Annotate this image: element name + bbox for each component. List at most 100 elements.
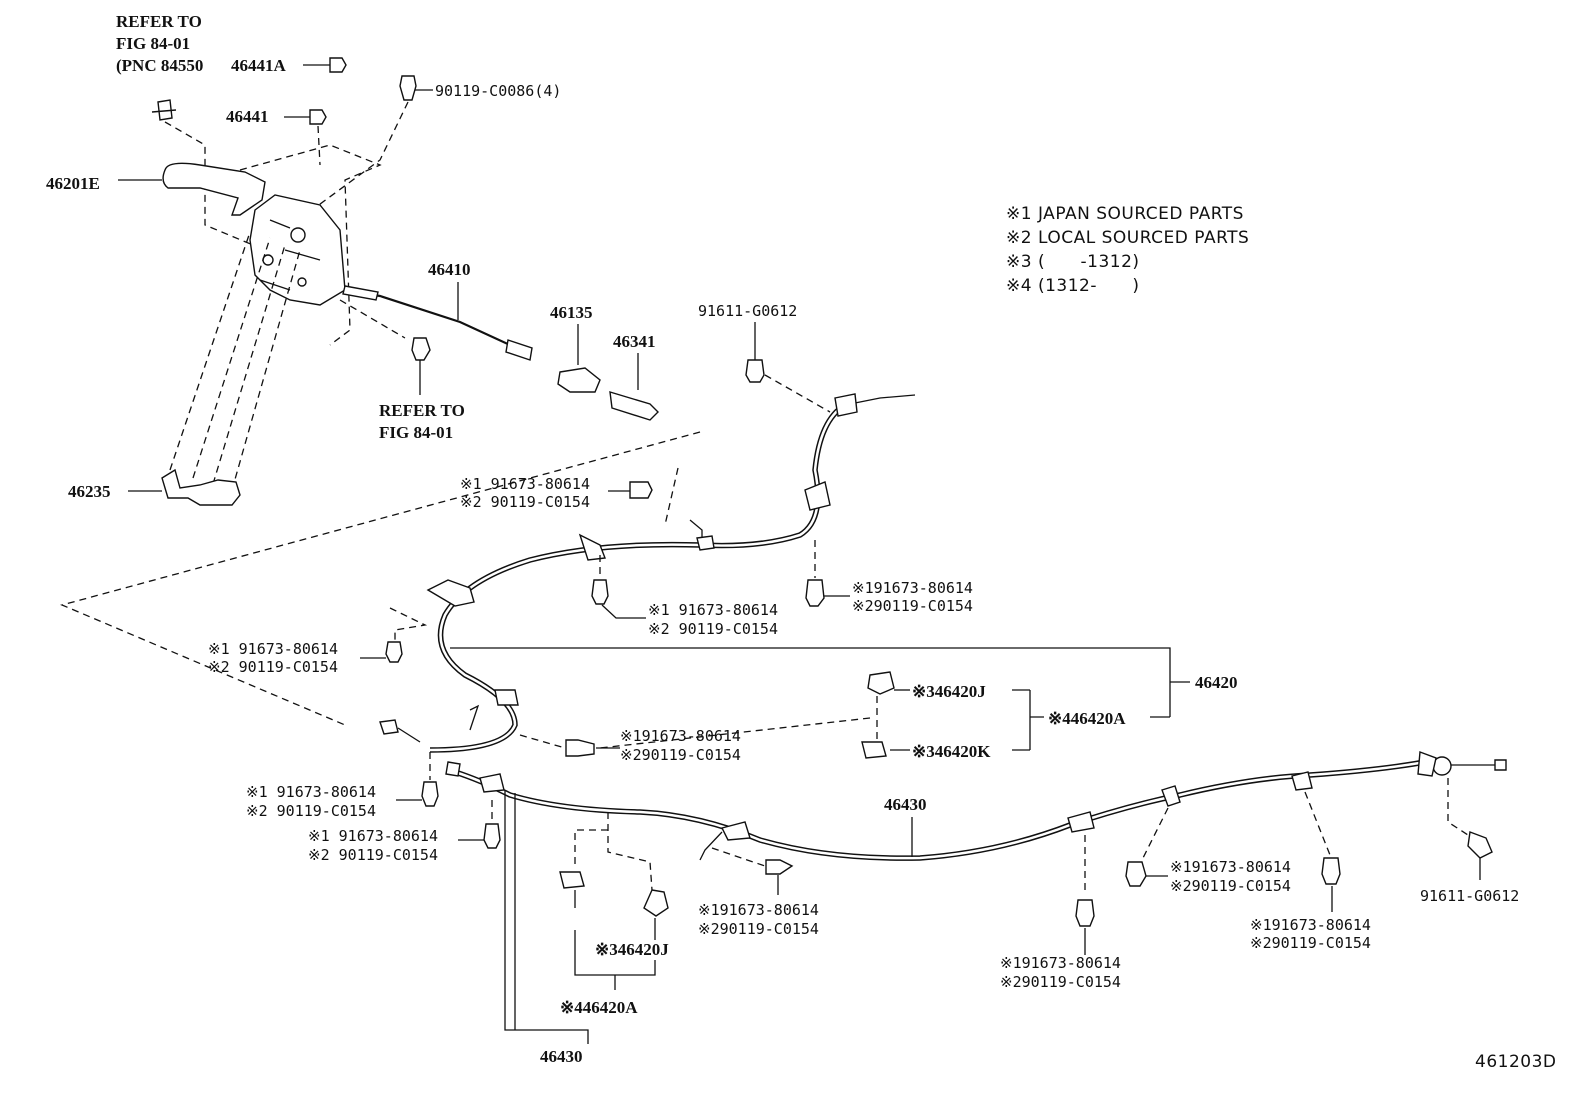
bolt-group-10: ※191673-80614 ※290119-C0154 bbox=[1125, 807, 1291, 895]
bolt-8-icon bbox=[765, 859, 794, 875]
bolt-7-line2: ※2 90119-C0154 bbox=[308, 846, 438, 864]
cable-end-icon bbox=[505, 339, 533, 361]
nut-46441A-icon bbox=[329, 57, 347, 73]
refer-top-line3: (PNC 84550 bbox=[116, 56, 203, 75]
svg-text:※290119-C0154: ※290119-C0154 bbox=[1250, 934, 1371, 952]
bolt-4-line2: ※2 90119-C0154 bbox=[208, 658, 338, 676]
label-46430-bottom: 46430 bbox=[540, 1047, 583, 1066]
svg-text:※2 90119-C0154: ※2 90119-C0154 bbox=[308, 846, 438, 864]
svg-text:※290119-C0154: ※290119-C0154 bbox=[698, 920, 819, 938]
lower-clamp-group: ※346420J ※446420A bbox=[559, 812, 669, 1017]
refer-mid-line1: REFER TO bbox=[379, 401, 465, 420]
lever-base-icon bbox=[249, 194, 346, 306]
svg-text:※4 (1312- ): ※4 (1312- ) bbox=[1006, 276, 1140, 296]
cable-46410: 46410 REFER TO FIG 84-01 bbox=[339, 260, 533, 442]
bolt-11-icon bbox=[1321, 857, 1341, 885]
bracket-46235-icon bbox=[161, 468, 241, 506]
bracket-icon bbox=[151, 99, 177, 121]
cable-46420 bbox=[379, 393, 916, 753]
bolt-2-line1: ※191673-80614 bbox=[852, 579, 973, 597]
bolt-11-line1: ※191673-80614 bbox=[1250, 916, 1371, 934]
bolt-4-line1: ※1 91673-80614 bbox=[208, 640, 338, 658]
label-46420: 46420 bbox=[1195, 673, 1238, 692]
bolt-10-icon bbox=[1125, 861, 1147, 887]
bolt-7-icon bbox=[483, 823, 501, 849]
bolt-1-line1: ※1 91673-80614 bbox=[460, 475, 590, 493]
svg-text:※2 90119-C0154: ※2 90119-C0154 bbox=[208, 658, 338, 676]
svg-text:※191673-80614: ※191673-80614 bbox=[1000, 954, 1121, 972]
clamp-46420K-icon bbox=[861, 741, 887, 759]
bolt-group-7: ※1 91673-80614 ※2 90119-C0154 bbox=[308, 800, 501, 864]
svg-text:※290119-C0154: ※290119-C0154 bbox=[620, 746, 741, 764]
clamp-label-j-right: ※346420J bbox=[912, 682, 986, 701]
bolt-group-3: ※1 91673-80614 ※2 90119-C0154 bbox=[591, 555, 778, 638]
svg-text:※1 91673-80614: ※1 91673-80614 bbox=[208, 640, 338, 658]
bolt-8-line1: ※191673-80614 bbox=[698, 901, 819, 919]
bolt-refer-icon bbox=[411, 337, 431, 361]
bolt-group-2: ※191673-80614 ※290119-C0154 bbox=[805, 540, 973, 615]
svg-text:※191673-80614: ※191673-80614 bbox=[620, 727, 741, 745]
bolt-91611-right-group: 91611-G0612 bbox=[1420, 778, 1519, 905]
legend-mark-2: ※2 bbox=[1006, 228, 1032, 248]
bolt-group-9: ※191673-80614 ※290119-C0154 bbox=[1000, 835, 1121, 991]
label-46430-mid: 46430 bbox=[884, 795, 927, 814]
svg-text:※1 91673-80614: ※1 91673-80614 bbox=[460, 475, 590, 493]
label-46201E: 46201E bbox=[46, 174, 100, 193]
bolt-6-line2: ※2 90119-C0154 bbox=[246, 802, 376, 820]
label-90119-C0086: 90119-C0086(4) bbox=[435, 82, 561, 100]
legend-text-3: ( -1312) bbox=[1038, 252, 1140, 272]
bolt-group-8: ※191673-80614 ※290119-C0154 bbox=[698, 847, 819, 938]
svg-text:※191673-80614: ※191673-80614 bbox=[1250, 916, 1371, 934]
clamp-label-k-right: ※346420K bbox=[912, 742, 991, 761]
label-91611-right: 91611-G0612 bbox=[1420, 887, 1519, 905]
bolt-group-5: ※191673-80614 ※290119-C0154 bbox=[519, 727, 741, 764]
svg-text:※191673-80614: ※191673-80614 bbox=[698, 901, 819, 919]
bolt-group-6: ※1 91673-80614 ※2 90119-C0154 bbox=[246, 752, 439, 820]
refer-mid-line2: FIG 84-01 bbox=[379, 423, 453, 442]
bolt-1-icon bbox=[629, 481, 653, 499]
label-46420-group: 46420 ※446420A ※346420J ※346420K bbox=[450, 647, 1238, 761]
svg-text:※1 91673-80614: ※1 91673-80614 bbox=[308, 827, 438, 845]
clamp-label-j-bottom: ※346420J bbox=[595, 940, 669, 959]
bolt-3-line2: ※2 90119-C0154 bbox=[648, 620, 778, 638]
diagram-code: 461203D bbox=[1475, 1052, 1557, 1072]
bolt-91611-top-icon bbox=[745, 359, 765, 383]
label-46441A: 46441A bbox=[231, 56, 287, 75]
svg-text:※2 90119-C0154: ※2 90119-C0154 bbox=[460, 493, 590, 511]
label-46135: 46135 bbox=[550, 303, 593, 322]
legend-text-4: (1312- ) bbox=[1038, 276, 1140, 296]
bolt-5-line2: ※290119-C0154 bbox=[620, 746, 741, 764]
svg-text:※1 91673-80614: ※1 91673-80614 bbox=[246, 783, 376, 801]
equalizer-46135-icon bbox=[557, 367, 601, 393]
bolt-11-line2: ※290119-C0154 bbox=[1250, 934, 1371, 952]
bolt-3-line1: ※1 91673-80614 bbox=[648, 601, 778, 619]
legend-text-1: JAPAN SOURCED PARTS bbox=[1037, 204, 1244, 224]
bolt-5-line1: ※191673-80614 bbox=[620, 727, 741, 745]
bolt-2-icon bbox=[805, 579, 825, 607]
bolt-2-line2: ※290119-C0154 bbox=[852, 597, 973, 615]
bolt-10-line1: ※191673-80614 bbox=[1170, 858, 1291, 876]
bolt-6-icon bbox=[421, 781, 439, 807]
svg-text:※2 90119-C0154: ※2 90119-C0154 bbox=[648, 620, 778, 638]
legend-text-2: LOCAL SOURCED PARTS bbox=[1038, 228, 1249, 248]
lever-handle-icon bbox=[162, 162, 266, 216]
clamp-46420J-bottom-icon bbox=[643, 889, 669, 917]
bolt-91611-top-group: 91611-G0612 bbox=[698, 302, 831, 413]
svg-text:※1 91673-80614: ※1 91673-80614 bbox=[648, 601, 778, 619]
label-91611-top: 91611-G0612 bbox=[698, 302, 797, 320]
clamp-label-a-bottom: ※446420A bbox=[560, 998, 638, 1017]
bolt-9-line1: ※191673-80614 bbox=[1000, 954, 1121, 972]
legend-mark-3: ※3 bbox=[1006, 252, 1032, 272]
clamp-label-a-right: ※446420A bbox=[1048, 709, 1126, 728]
sleeve-46341-icon bbox=[609, 391, 659, 421]
bolt-9-icon bbox=[1075, 899, 1095, 927]
svg-text:※191673-80614: ※191673-80614 bbox=[1170, 858, 1291, 876]
label-46235: 46235 bbox=[68, 482, 111, 501]
clamp-46420K-bottom-icon bbox=[559, 871, 585, 889]
equalizer-parts: 46135 46341 bbox=[60, 303, 701, 726]
label-46441: 46441 bbox=[226, 107, 269, 126]
bolt-group-11: ※191673-80614 ※290119-C0154 bbox=[1250, 791, 1371, 952]
svg-text:※191673-80614: ※191673-80614 bbox=[852, 579, 973, 597]
bolt-7-line1: ※1 91673-80614 bbox=[308, 827, 438, 845]
